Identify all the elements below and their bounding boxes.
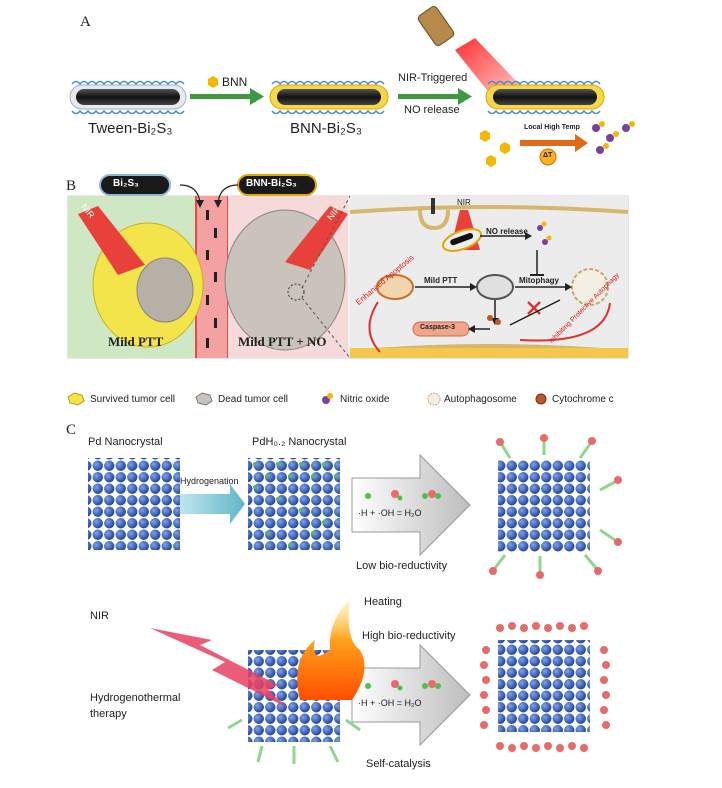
chip-bi2s3-label: Bi₂S₃ (113, 178, 139, 189)
panel-b-label: B (66, 178, 77, 194)
trigger-line-2: NO release (404, 104, 460, 116)
hydrogenation-label: Hydrogenation (180, 476, 239, 486)
equation-bottom: ·H + ·OH = H₂O (358, 698, 422, 708)
low-bio-label: Low bio-reductivity (356, 560, 448, 572)
water-plumes-top (489, 434, 622, 579)
equation-top: ·H + ·OH = H₂O (358, 508, 422, 518)
tween-label: Tween-Bi₂S₃ (88, 120, 173, 137)
hydrogenothermal-label: Hydrogenothermal therapy (90, 692, 181, 720)
nir-bolt-icon (150, 628, 288, 708)
mild-ptt-label: Mild PTT (108, 334, 164, 349)
trigger-line-1: NIR-Triggered (398, 72, 468, 84)
nir-cell-label: NIR (457, 198, 471, 207)
self-catalysis-label: Self-catalysis (366, 758, 431, 770)
chip-bnn-label: BNN-Bi₂S₃ (246, 178, 297, 189)
vessel-particles (206, 210, 217, 348)
pd-lattice (88, 458, 180, 550)
hydrogen-plumes-bottom (227, 718, 361, 764)
pd-nanocrystal-label: Pd Nanocrystal (88, 436, 163, 448)
mitophagy-label: Mitophagy (519, 276, 559, 285)
pdh-lattice (248, 458, 340, 550)
bnn-hexagon-icon (208, 76, 218, 88)
legend-symbols (67, 392, 547, 406)
bnn-bi2s3-label: BNN-Bi₂S₃ (290, 120, 362, 137)
delta-t: ΔT (543, 152, 553, 159)
tween-bi2s3-rod (69, 80, 187, 115)
lattice-after-low (498, 460, 590, 552)
arrow-a2 (398, 88, 472, 105)
pdh-nanocrystal-label: PdH₀.₂ Nanocrystal (252, 436, 347, 448)
flame-icon (297, 600, 365, 700)
big-arrow-top (351, 453, 471, 557)
heating-label: Heating (364, 596, 402, 608)
high-bio-label: High bio-reductivity (362, 630, 456, 642)
mild-ptt-inner-label: Mild PTT (424, 276, 458, 285)
legend-survived: Survived tumor cell (90, 394, 176, 405)
chip-bi2s3 (99, 174, 171, 196)
legend-autophagosome: Autophagosome (444, 394, 517, 405)
bnn-bi2s3-rod (269, 80, 389, 115)
hydrogenation-arrow (180, 484, 245, 524)
bnn-label: BNN (222, 75, 248, 89)
heat-arrow (520, 134, 588, 166)
mitochondrion-1 (376, 274, 414, 300)
caspase-label: Caspase-3 (420, 324, 456, 331)
no-release-label: NO release (486, 227, 528, 236)
lattice-after-high (498, 640, 590, 732)
legend-dead: Dead tumor cell (218, 394, 289, 405)
mitochondrion-2 (476, 274, 514, 300)
no-particles (480, 121, 635, 167)
nir-beam-right (285, 206, 348, 270)
mild-ptt-no-label: Mild PTT + NO (238, 334, 327, 349)
water-plumes-bottom (480, 622, 610, 752)
local-high-temp: Local High Temp (524, 124, 580, 131)
hydrogen-dots (253, 462, 338, 547)
legend-cytochrome: Cytochrome c (552, 394, 614, 405)
nir-beam-left (78, 206, 145, 275)
arrow-a1 (190, 88, 264, 105)
legend-nitric-oxide: Nitric oxide (340, 394, 390, 405)
big-arrow-bottom (351, 643, 471, 747)
nir-label: NIR (90, 610, 109, 622)
released-rod (485, 80, 605, 115)
panel-c-label: C (66, 422, 77, 438)
panel-a-label: A (80, 14, 91, 30)
